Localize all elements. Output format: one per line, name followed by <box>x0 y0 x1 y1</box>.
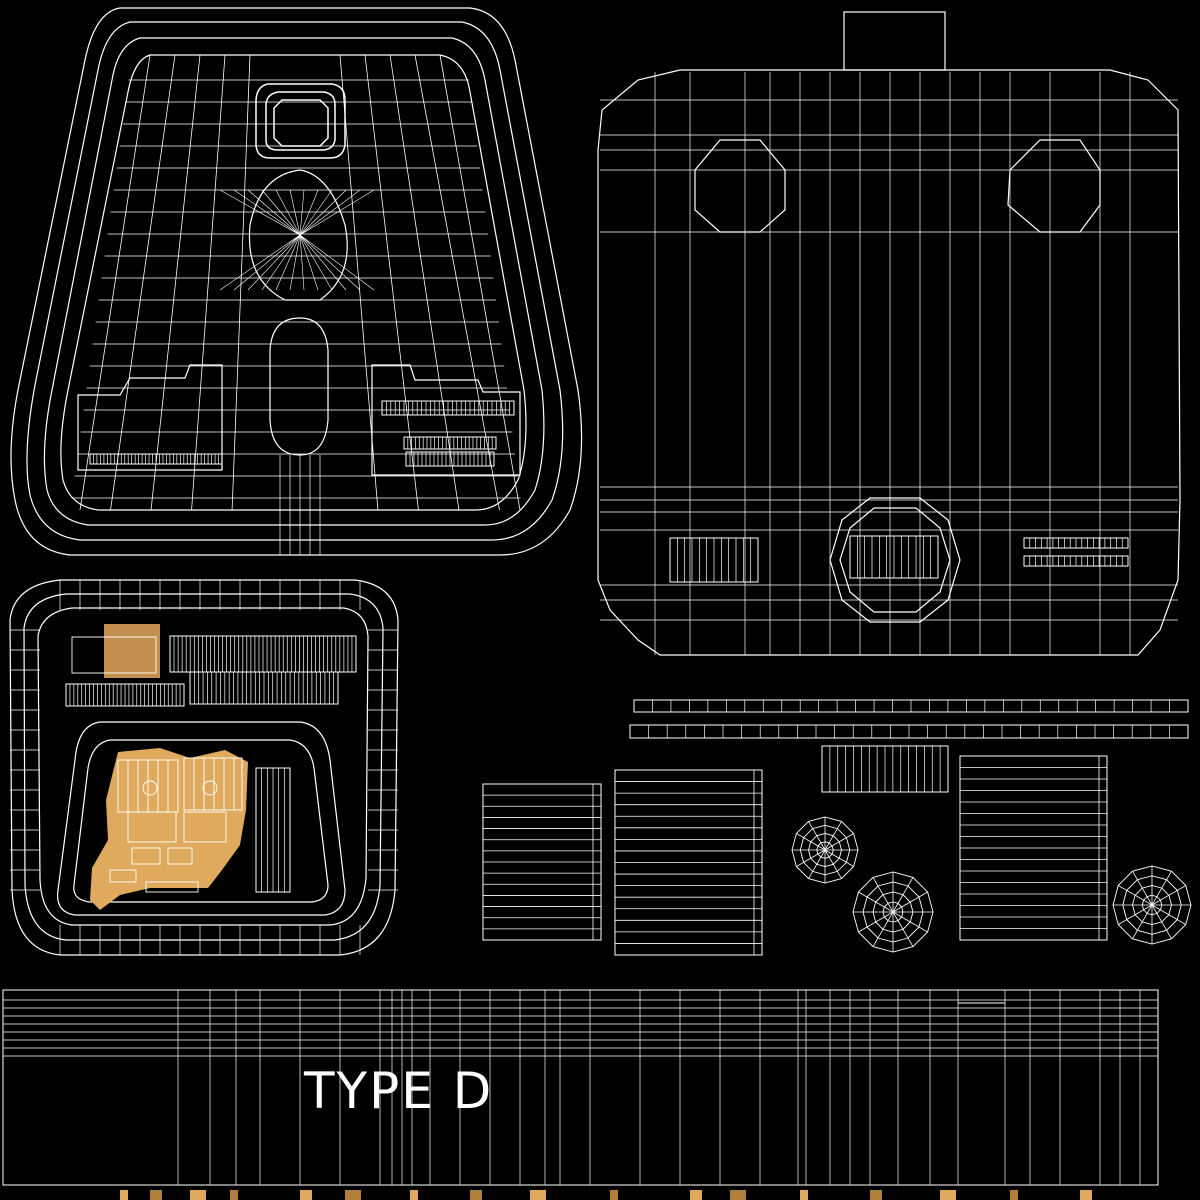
frame-strip-island <box>2 989 1159 1186</box>
hardware-uv-strips <box>482 699 1189 956</box>
shell-detail-strips <box>89 400 515 467</box>
pad-detail-strips <box>65 635 357 893</box>
type-label: TYPE D <box>304 1062 494 1120</box>
seat-pad-island <box>9 579 399 956</box>
back-detail-strips <box>669 535 1129 583</box>
skin-texture-patch <box>71 624 248 910</box>
edge-texture-bits <box>120 1190 1092 1200</box>
chair-back-island <box>597 11 1181 656</box>
seat-shell-island <box>10 7 583 556</box>
caster-wheel-islands <box>791 816 1192 953</box>
